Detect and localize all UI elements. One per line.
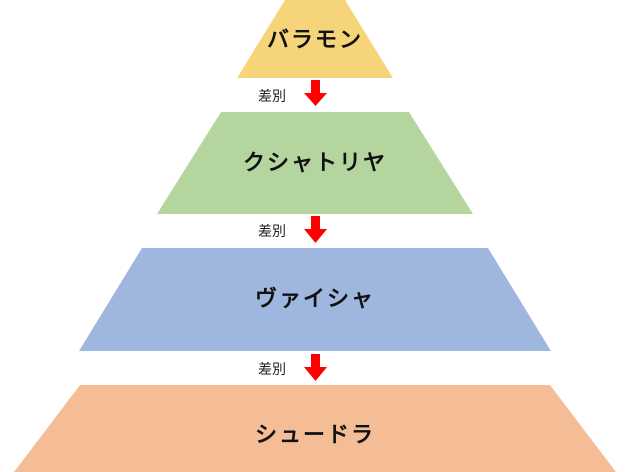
- down-arrow-icon: [304, 80, 327, 106]
- pyramid-tier-1: バラモン: [237, 0, 393, 78]
- down-arrow-icon: [304, 216, 327, 243]
- pyramid-tier-2: クシャトリヤ: [157, 112, 473, 214]
- tier-4-shape: [14, 385, 616, 472]
- arrow-3-label: 差別: [258, 362, 286, 378]
- tier-2-label: クシャトリヤ: [243, 151, 387, 176]
- pyramid-tier-4: シュードラ: [14, 385, 616, 472]
- discrimination-arrow-2: 差別: [258, 216, 327, 243]
- down-arrow-icon: [304, 354, 327, 381]
- tier-3-label: ヴァイシャ: [255, 286, 375, 312]
- pyramid-tier-3: ヴァイシャ: [79, 248, 551, 351]
- tier-1-shape: [237, 0, 393, 78]
- arrow-2-label: 差別: [258, 224, 286, 240]
- discrimination-arrow-1: 差別: [258, 80, 327, 106]
- tier-4-label: シュードラ: [255, 423, 375, 448]
- discrimination-arrow-3: 差別: [258, 354, 327, 381]
- arrow-1-label: 差別: [258, 89, 286, 105]
- tier-3-shape: [79, 248, 551, 351]
- tier-1-label: バラモン: [267, 28, 363, 53]
- tier-2-shape: [157, 112, 473, 214]
